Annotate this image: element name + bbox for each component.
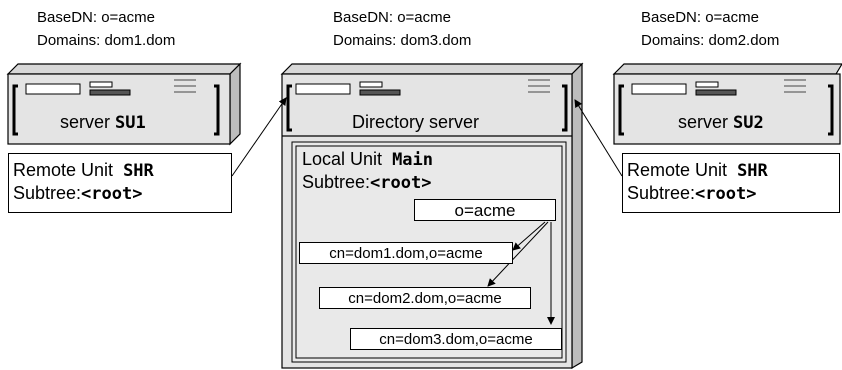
right-domains: Domains: dom2.dom [641, 32, 780, 49]
right-subtree-line: Subtree:<root> [627, 182, 756, 206]
center-subtree-label: Subtree: [302, 172, 371, 192]
entry-dom1: cn=dom1.dom,o=acme [299, 242, 513, 264]
right-server-prefix: server [678, 112, 734, 132]
center-subtree-line: Subtree:<root> [302, 171, 431, 195]
right-subtree-value: <root> [695, 184, 757, 204]
right-remote-unit: Remote Unit SHR Subtree:<root> [622, 153, 840, 213]
tree-arrow-dom2 [487, 221, 549, 287]
center-basedn: BaseDN: o=acme [333, 9, 451, 26]
center-subtree-value: <root> [370, 173, 432, 193]
entry-root: o=acme [414, 199, 556, 221]
center-unit-name: Main [392, 150, 434, 170]
center-domains: Domains: dom3.dom [333, 32, 472, 49]
left-server-box [6, 62, 242, 146]
left-server-name: SU1 [115, 113, 146, 133]
left-remote-unit: Remote Unit SHR Subtree:<root> [8, 153, 232, 213]
center-unit-line: Local Unit Main [302, 148, 433, 172]
left-subtree-label: Subtree: [13, 183, 82, 203]
left-subtree-value: <root> [81, 184, 143, 204]
left-connector-arrow [231, 97, 287, 177]
left-server-label: server SU1 [60, 112, 146, 133]
left-domains: Domains: dom1.dom [37, 32, 176, 49]
right-subtree-label: Subtree: [627, 183, 696, 203]
right-server-box [612, 63, 842, 145]
left-unit-name: SHR [123, 161, 154, 181]
right-unit-line: Remote Unit SHR [627, 159, 768, 183]
right-unit-label: Remote Unit [627, 160, 728, 180]
right-connector-arrow [574, 99, 623, 177]
entry-dom2: cn=dom2.dom,o=acme [319, 287, 531, 309]
right-server-label: server SU2 [678, 112, 764, 133]
right-server-name: SU2 [733, 113, 764, 133]
left-basedn: BaseDN: o=acme [37, 9, 155, 26]
center-server-label: Directory server [352, 112, 480, 132]
center-unit-label: Local Unit [302, 149, 383, 169]
right-basedn: BaseDN: o=acme [641, 9, 759, 26]
tree-arrow-dom1 [512, 221, 546, 251]
entry-dom3: cn=dom3.dom,o=acme [350, 328, 562, 350]
left-unit-line: Remote Unit SHR [13, 159, 154, 183]
left-server-prefix: server [60, 112, 116, 132]
left-subtree-line: Subtree:<root> [13, 182, 142, 206]
left-unit-label: Remote Unit [13, 160, 114, 180]
right-unit-name: SHR [737, 161, 768, 181]
